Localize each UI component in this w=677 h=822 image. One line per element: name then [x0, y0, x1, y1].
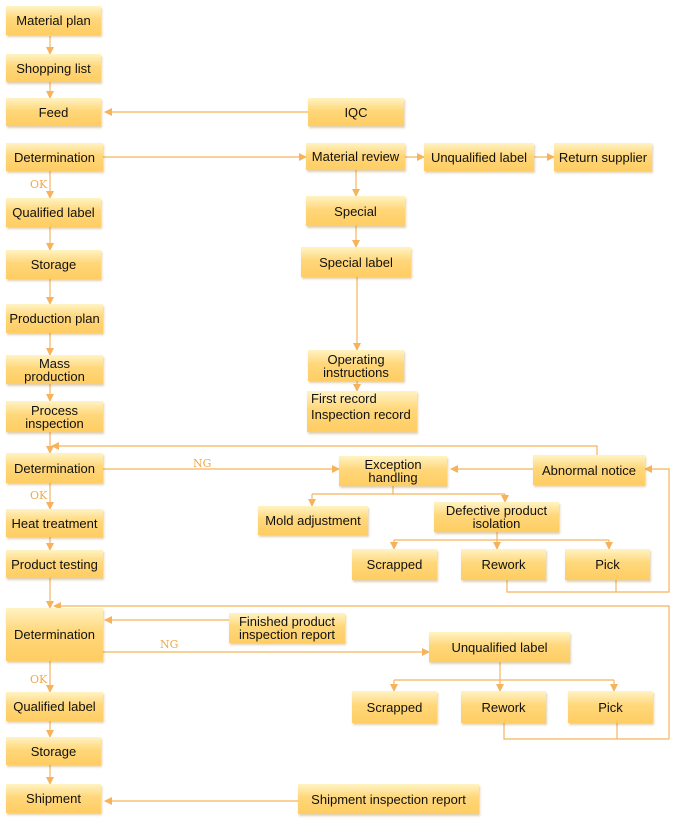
node-pick-1: Pick — [565, 549, 650, 580]
ng-label: NG — [193, 457, 212, 470]
node-iqc: IQC — [308, 98, 404, 126]
node-production-plan: Production plan — [6, 304, 103, 333]
node-feed: Feed — [6, 98, 101, 126]
node-shipment-inspection-report: Shipment inspection report — [298, 784, 479, 814]
ok-label: OK — [30, 178, 48, 191]
node-scrapped-2: Scrapped — [352, 691, 437, 723]
node-rework-1: Rework — [461, 549, 546, 580]
node-return-supplier: Return supplier — [554, 143, 652, 171]
node-rework-2: Rework — [461, 691, 546, 723]
node-material-plan: Material plan — [6, 6, 101, 35]
node-mold-adjustment: Mold adjustment — [258, 506, 368, 535]
node-mass-production: Mass production — [6, 355, 103, 384]
ok-label: OK — [30, 673, 48, 686]
node-shopping-list: Shopping list — [6, 54, 101, 82]
node-determination-1: Determination — [6, 143, 103, 171]
node-storage-1: Storage — [6, 250, 101, 279]
node-abnormal-notice: Abnormal notice — [533, 455, 645, 485]
node-qualified-label-2: Qualified label — [6, 692, 103, 721]
node-storage-2: Storage — [6, 737, 101, 765]
node-heat-treatment: Heat treatment — [6, 509, 103, 537]
node-material-review: Material review — [306, 143, 405, 170]
node-shipment: Shipment — [6, 784, 101, 813]
node-scrapped-1: Scrapped — [352, 549, 437, 580]
node-special: Special — [306, 196, 405, 226]
node-special-label: Special label — [301, 247, 411, 277]
node-product-testing: Product testing — [6, 550, 103, 578]
node-pick-2: Pick — [568, 691, 653, 723]
node-determination-3: Determination — [6, 608, 103, 661]
node-determination-2: Determination — [6, 453, 103, 483]
ok-label: OK — [30, 489, 48, 502]
node-unqualified-label-2: Unqualified label — [429, 632, 570, 662]
ng-label: NG — [160, 638, 179, 651]
node-qualified-label-1: Qualified label — [6, 198, 101, 227]
node-unqualified-label-1: Unqualified label — [424, 143, 534, 171]
